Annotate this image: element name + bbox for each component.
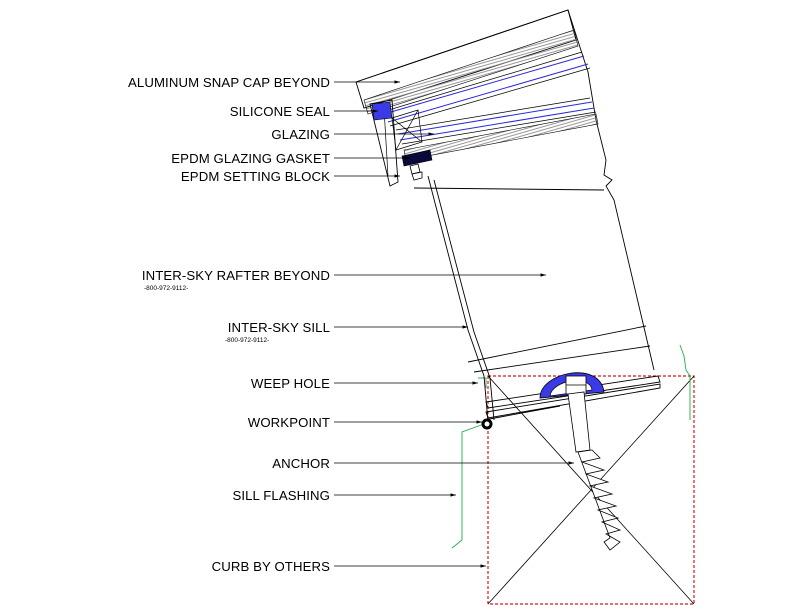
label-snap-cap: ALUMINUM SNAP CAP BEYOND bbox=[128, 75, 330, 90]
callout-labels: ALUMINUM SNAP CAP BEYOND SILICONE SEAL G… bbox=[128, 75, 330, 574]
setting-block-shape bbox=[409, 163, 423, 181]
label-silicone-seal: SILICONE SEAL bbox=[230, 104, 330, 119]
label-curb: CURB BY OTHERS bbox=[212, 559, 331, 574]
label-glazing: GLAZING bbox=[271, 127, 330, 142]
label-weep-hole: WEEP HOLE bbox=[251, 376, 330, 391]
anchor-screw bbox=[567, 391, 622, 551]
sill-dome bbox=[539, 372, 605, 399]
label-sill-phone: -800-972-9112- bbox=[225, 337, 269, 344]
label-rafter: INTER-SKY RAFTER BEYOND bbox=[142, 268, 330, 283]
label-setting-block: EPDM SETTING BLOCK bbox=[181, 169, 330, 184]
glazing-gasket-shape bbox=[401, 149, 433, 167]
leader-lines bbox=[334, 80, 574, 568]
label-rafter-phone: -800-972-9112- bbox=[144, 285, 188, 292]
label-anchor: ANCHOR bbox=[272, 456, 330, 471]
label-sill-flashing: SILL FLASHING bbox=[232, 488, 330, 503]
label-sill: INTER-SKY SILL bbox=[228, 320, 330, 335]
label-workpoint: WORKPOINT bbox=[248, 415, 330, 430]
rafter-body bbox=[355, 9, 661, 423]
glazing-assembly bbox=[355, 9, 599, 187]
label-glazing-gasket: EPDM GLAZING GASKET bbox=[171, 151, 330, 166]
curb-outline bbox=[487, 375, 695, 605]
sill-flashing-line bbox=[451, 344, 691, 549]
